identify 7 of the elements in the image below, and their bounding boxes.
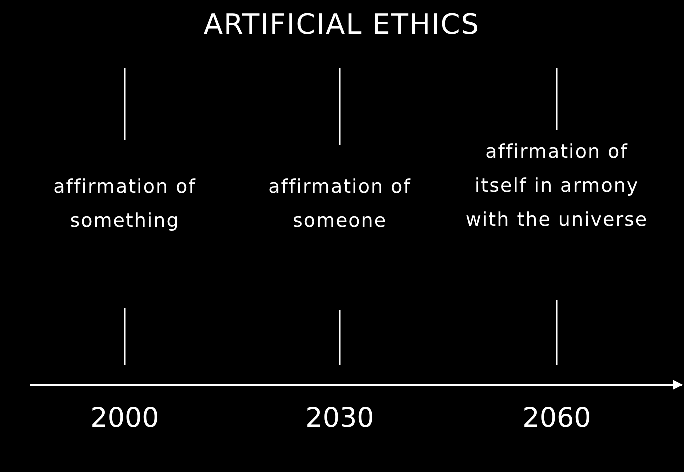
title: ARTIFICIAL ETHICS xyxy=(202,8,482,41)
year-label: 2000 xyxy=(90,403,160,434)
year-label: 2030 xyxy=(304,403,376,434)
milestone-text: affirmation of itself in armony with the universe xyxy=(464,140,650,233)
year-label: 2060 xyxy=(522,403,592,434)
milestone-text: affirmation of someone xyxy=(268,175,412,234)
milestone-text: affirmation of something xyxy=(52,175,198,234)
